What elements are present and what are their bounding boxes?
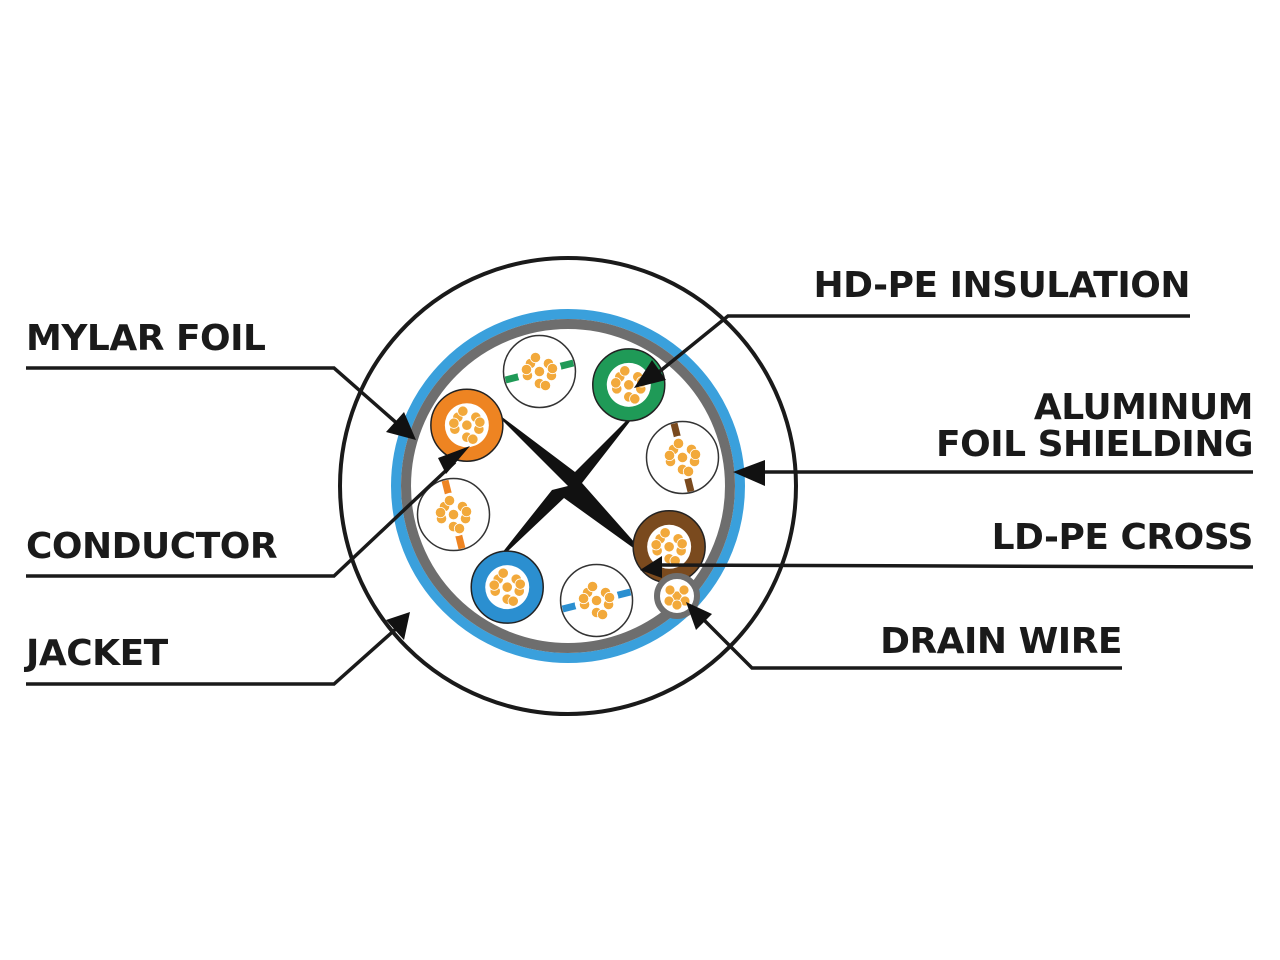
drain-strand-5 [671,599,683,611]
wire-green [592,348,666,422]
wire-blue-white-strand-6 [586,580,599,593]
wire-orange-strand-9 [474,416,486,428]
cable-cross-section [338,256,798,716]
label-drain-wire: DRAIN WIRE [880,621,1122,662]
wire-blue-white [559,563,634,638]
drain-strand-2 [678,584,690,596]
arrow-drain-wire-icon [686,602,712,630]
wire-brown-strand-0 [663,541,675,553]
label-hdpe-insulation: HD-PE INSULATION [813,265,1190,306]
drain-wire [654,573,700,619]
wire-orange-white-strand-6 [443,494,456,507]
wire-orange-white-strand-9 [460,505,473,518]
leader-hdpe-insulation [652,314,1190,378]
wire-green-white-strand-7 [539,379,552,392]
label-aluminum-line2: FOIL SHIELDING [936,424,1253,465]
arrow-aluminum-icon [733,460,765,486]
arrowheads [386,360,765,640]
wire-blue-white-strand-9 [603,591,616,604]
wire-orange-white-strand-0 [447,508,460,521]
wire-brown-white-strand-6 [672,437,685,450]
wire-green-white-strand-0 [533,365,546,378]
wire-green-white-strand-9 [546,362,559,375]
label-jacket: JACKET [23,633,169,674]
wire-brown [632,510,706,584]
wire-orange-strand-8 [448,417,460,429]
wire-orange-white-strand-7 [453,522,466,535]
wire-green-white-strand-6 [529,351,542,364]
leader-drain-wire [696,612,1122,670]
drain-strand-1 [664,584,676,596]
label-mylar-foil: MYLAR FOIL [26,318,265,359]
wire-green-strand-8 [610,377,622,389]
wire-blue-white-strand-7 [596,608,609,621]
wire-orange-white [416,477,491,552]
arrow-jacket-icon [386,612,410,640]
leader-mylar-foil [26,366,402,428]
wire-green-white-strand-8 [520,363,533,376]
wire-blue-strand-0 [501,581,513,593]
wire-brown-white-strand-8 [663,449,676,462]
leader-lines [26,314,1254,686]
twisted-pairs [416,334,720,638]
wire-orange [430,388,504,462]
label-aluminum-line1: ALUMINUM [1034,387,1253,428]
leader-conductor [26,460,457,578]
wire-green-strand-7 [629,393,641,405]
wire-blue-white-strand-8 [577,592,590,605]
label-conductor: CONDUCTOR [26,526,277,567]
wire-blue [470,550,544,624]
arrow-conductor-icon [438,446,470,474]
wire-orange-white-strand-8 [434,506,447,519]
wire-green-strand-0 [623,379,635,391]
labels: MYLAR FOIL CONDUCTOR JACKET HD-PE INSULA… [23,265,1254,674]
leader-jacket [26,625,400,686]
wire-brown-white-strand-7 [682,465,695,478]
wire-brown-white [645,420,720,495]
leader-ldpe-cross [659,563,1254,569]
label-ldpe-cross: LD-PE CROSS [992,517,1253,558]
wire-green-strand-6 [619,365,631,377]
wire-brown-strand-9 [676,538,688,550]
wire-brown-strand-6 [659,527,671,539]
wire-orange-strand-7 [467,433,479,445]
ldpe-cross [490,402,650,568]
wire-blue-strand-6 [497,567,509,579]
wire-green-white [502,334,577,409]
wire-brown-strand-8 [650,539,662,551]
aluminum-foil-shield [391,309,745,663]
arrow-hdpe-insulation-icon [634,360,666,388]
arrow-ldpe-cross-icon [640,556,662,578]
wire-brown-white-strand-9 [689,448,702,461]
arrow-mylar-foil-icon [386,412,416,440]
wire-blue-strand-8 [488,579,500,591]
wire-blue-strand-7 [507,595,519,607]
wire-blue-white-strand-0 [590,594,603,607]
wire-blue-strand-9 [514,578,526,590]
wire-orange-strand-0 [461,419,473,431]
wire-orange-strand-6 [457,405,469,417]
wire-brown-white-strand-0 [676,451,689,464]
